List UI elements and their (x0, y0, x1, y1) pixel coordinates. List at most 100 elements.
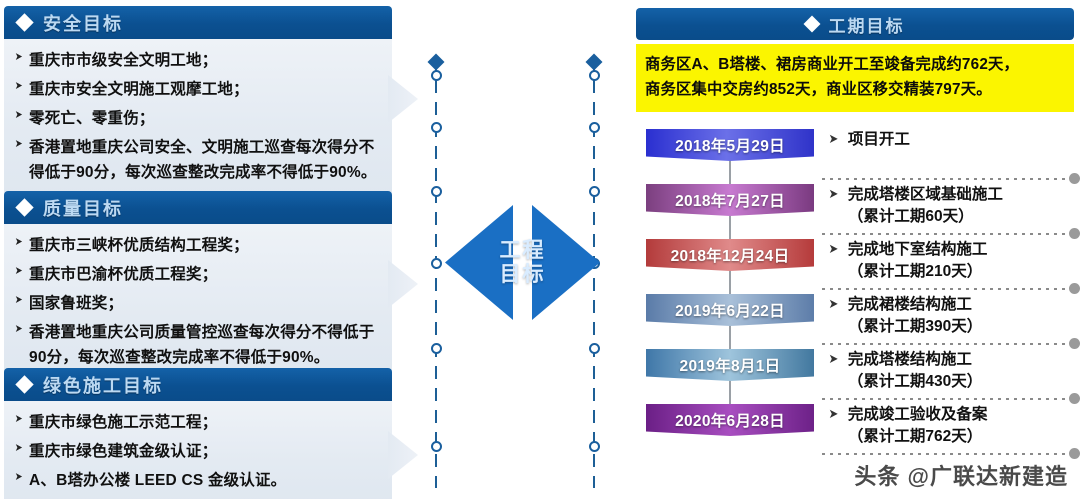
panel-safety-goals: 安全目标 重庆市市级安全文明工地； 重庆市安全文明施工观摩工地； 零死亡、零重伤… (4, 6, 418, 196)
arrow-right-icon: ➤ (828, 241, 839, 256)
milestone-row: 2018年12月24日 ➤ 完成地下室结构施工 （累计工期210天） (632, 236, 1080, 294)
milestone-row: 2020年6月28日 ➤ 完成竣工验收及备案 （累计工期762天） (632, 401, 1080, 459)
milestone-lines: 项目开工 (848, 129, 910, 151)
dotted-line (822, 287, 1067, 290)
milestone-lines: 完成竣工验收及备案 （累计工期762天） (848, 404, 988, 448)
panel-safety-body: 重庆市市级安全文明工地； 重庆市安全文明施工观摩工地； 零死亡、零重伤； 香港置… (4, 39, 418, 196)
list-item: 重庆市三峡杯优质结构工程奖； (14, 233, 380, 258)
center-label-line2: 目标 (499, 262, 546, 286)
connector-node (589, 186, 600, 197)
vertical-dashed-line-right (593, 58, 595, 488)
watermark: 头条 @广联达新建造 (854, 464, 1068, 489)
dot-endpoint (1069, 393, 1080, 404)
milestone-line1-2: 完成地下室结构施工 (847, 241, 988, 258)
milestone-line1-5: 完成竣工验收及备案 (847, 406, 988, 423)
summary-line-2: 商务区集中交房约852天，商业区移交精装797天。 (645, 81, 992, 99)
dotted-line (822, 232, 1067, 235)
arrow-right-icon: ➤ (828, 131, 839, 146)
connector-node (589, 70, 600, 81)
connector-node (589, 122, 600, 133)
milestone-date-badge: 2019年8月1日 (646, 349, 814, 388)
milestone-lines: 完成塔楼结构施工 （累计工期430天） (848, 349, 982, 393)
connector-node (589, 343, 600, 354)
dotted-line (822, 177, 1067, 180)
milestone-date-2: 2018年12月24日 (646, 239, 814, 271)
diamond-icon (585, 53, 603, 71)
panel-green-title: 绿色施工目标 (43, 375, 163, 396)
milestone-line2-3: （累计工期390天） (847, 318, 983, 335)
milestone-text: ➤ 完成裙楼结构施工 （累计工期390天） (828, 291, 1078, 338)
milestone-line1-1: 完成塔楼区域基础施工 (847, 186, 1003, 203)
milestone-date-badge: 2019年6月22日 (646, 294, 814, 333)
dot-endpoint (1069, 448, 1080, 459)
milestone-date-5: 2020年6月28日 (646, 404, 814, 436)
callout-tail-quality (388, 260, 418, 308)
connector-node (431, 70, 442, 81)
list-item: 重庆市绿色施工示范工程； (14, 410, 380, 435)
milestone-row: 2018年5月29日 ➤ 项目开工 (632, 126, 1080, 184)
arrow-right-icon: ➤ (828, 296, 839, 311)
connector-node (431, 186, 442, 197)
connector-node (589, 441, 600, 452)
panel-green-header: 绿色施工目标 (4, 368, 392, 401)
diamond-icon (15, 375, 34, 394)
list-item: 香港置地重庆公司安全、文明施工巡查每次得分不得低于90分，每次巡查整改完成率不得… (14, 135, 380, 185)
milestone-row: 2018年7月27日 ➤ 完成塔楼区域基础施工 （累计工期60天） (632, 181, 1080, 239)
milestone-timeline: 2018年5月29日 ➤ 项目开工 2018年7 (632, 126, 1080, 459)
connector-node (431, 441, 442, 452)
arrow-right-icon: ➤ (828, 351, 839, 366)
milestone-date-1: 2018年7月27日 (646, 184, 814, 216)
milestone-line2-1: （累计工期60天） (847, 208, 974, 225)
dotted-connector (822, 283, 1080, 294)
milestone-lines: 完成裙楼结构施工 （累计工期390天） (848, 294, 982, 338)
list-item: 重庆市绿色建筑金级认证； (14, 439, 380, 464)
milestone-row: 2019年8月1日 ➤ 完成塔楼结构施工 （累计工期430天） (632, 346, 1080, 404)
list-item: 重庆市市级安全文明工地； (14, 48, 380, 73)
panel-quality-title: 质量目标 (43, 198, 123, 219)
milestone-text: ➤ 完成竣工验收及备案 （累计工期762天） (828, 401, 1078, 448)
dotted-connector (822, 228, 1080, 239)
panel-safety-header: 安全目标 (4, 6, 392, 39)
panel-quality-goals: 质量目标 重庆市三峡杯优质结构工程奖； 重庆市巴渝杯优质工程奖； 国家鲁班奖； … (4, 191, 418, 381)
callout-tail-green (388, 431, 418, 479)
milestone-line2-4: （累计工期430天） (847, 373, 983, 390)
milestone-line1-4: 完成塔楼结构施工 (847, 351, 972, 368)
milestone-lines: 完成地下室结构施工 （累计工期210天） (848, 239, 988, 283)
dot-endpoint (1069, 228, 1080, 239)
milestone-date-0: 2018年5月29日 (646, 129, 814, 161)
vertical-dashed-line-left (435, 58, 437, 488)
milestone-text: ➤ 项目开工 (828, 126, 1078, 151)
milestone-line2-2: （累计工期210天） (847, 263, 983, 280)
list-item: 重庆市安全文明施工观摩工地； (14, 77, 380, 102)
milestone-date-badge: 2018年12月24日 (646, 239, 814, 278)
diamond-icon (15, 198, 34, 217)
dotted-connector (822, 173, 1080, 184)
dotted-connector (822, 393, 1080, 404)
dot-endpoint (1069, 338, 1080, 349)
schedule-summary-box: 商务区A、B塔楼、裙房商业开工至竣备完成约762天， 商务区集中交房约852天，… (636, 44, 1074, 112)
panel-schedule-header: 工期目标 (636, 8, 1074, 40)
milestone-row: 2019年6月22日 ➤ 完成裙楼结构施工 （累计工期390天） (632, 291, 1080, 349)
diamond-icon (15, 13, 34, 32)
milestone-text: ➤ 完成地下室结构施工 （累计工期210天） (828, 236, 1078, 283)
timeline-spine (729, 154, 731, 426)
callout-tail-safety (388, 75, 418, 123)
list-item: 国家鲁班奖； (14, 291, 380, 316)
list-item: 香港置地重庆公司质量管控巡查每次得分不得低于90分，每次巡查整改完成率不得低于9… (14, 320, 380, 370)
dot-endpoint (1069, 283, 1080, 294)
milestone-date-3: 2019年6月22日 (646, 294, 814, 326)
list-item: 重庆市巴渝杯优质工程奖； (14, 262, 380, 287)
left-goals-column: 安全目标 重庆市市级安全文明工地； 重庆市安全文明施工观摩工地； 零死亡、零重伤… (0, 0, 420, 499)
connector-node (431, 258, 442, 269)
summary-line-1: 商务区A、B塔楼、裙房商业开工至竣备完成约762天， (645, 56, 1020, 73)
milestone-date-badge: 2018年5月29日 (646, 129, 814, 168)
connector-node (431, 122, 442, 133)
panel-quality-header: 质量目标 (4, 191, 392, 224)
milestone-text: ➤ 完成塔楼结构施工 （累计工期430天） (828, 346, 1078, 393)
diamond-icon (803, 15, 820, 33)
panel-green-goals: 绿色施工目标 重庆市绿色施工示范工程； 重庆市绿色建筑金级认证； A、B塔办公楼… (4, 368, 418, 499)
dotted-line (822, 452, 1067, 455)
dotted-connector (822, 338, 1080, 349)
center-connector-area: 工程 目标 (420, 0, 630, 499)
